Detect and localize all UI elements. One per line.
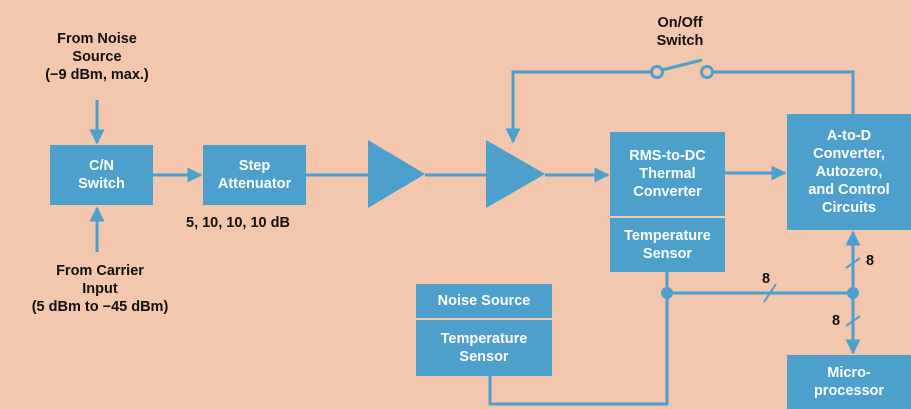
- rms-converter-line2: Thermal: [639, 166, 696, 182]
- bus-width-label-upper: 8: [866, 253, 875, 269]
- switch-contact-right: [700, 65, 714, 79]
- bus-slash-lower: [845, 315, 861, 327]
- rms-temperature-sensor-block: Temperature Sensor: [610, 218, 725, 272]
- switch-label-line2: Switch: [656, 33, 704, 49]
- noise-block-divider: [416, 318, 552, 320]
- bus-slash-upper: [845, 257, 861, 269]
- bus-slash-middle: [763, 283, 777, 303]
- adc-block: A-to-D Converter, Autozero, and Control …: [787, 114, 911, 230]
- noise-source-block: Noise Source: [416, 284, 552, 318]
- rms-converter-block: RMS-to-DC Thermal Converter: [610, 132, 725, 216]
- switch-contact-left: [650, 65, 664, 79]
- noise-source-label-line3: (−9 dBm, max.): [45, 67, 149, 83]
- step-attenuator-line2: Attenuator: [217, 176, 292, 192]
- carrier-label-line1: From Carrier: [56, 263, 144, 279]
- switch-blade: [661, 58, 703, 72]
- step-attenuator-block: Step Attenuator: [203, 145, 306, 205]
- noise-temp-sensor-line2: Sensor: [459, 349, 509, 365]
- noise-source-label-line1: From Noise: [57, 31, 137, 47]
- cn-switch-line2: Switch: [78, 176, 125, 192]
- noise-source-line1: Noise Source: [437, 293, 531, 309]
- rms-temp-sensor-line2: Sensor: [642, 246, 693, 262]
- switch-label-line1: On/Off: [657, 15, 703, 31]
- junction-dot-left: [661, 287, 673, 299]
- attenuator-steps-label: 5, 10, 10, 10 dB: [186, 215, 290, 231]
- rms-converter-line1: RMS-to-DC: [629, 148, 706, 164]
- rms-converter-line3: Converter: [633, 184, 702, 200]
- adc-line3: Autozero,: [815, 164, 883, 180]
- rms-block-divider: [610, 216, 725, 218]
- noise-source-label-line2: Source: [72, 49, 122, 65]
- step-attenuator-line1: Step: [238, 158, 271, 174]
- on-off-switch-label: On/Off Switch: [640, 14, 720, 50]
- carrier-input-label: From Carrier Input (5 dBm to −45 dBm): [10, 262, 190, 316]
- amplifier-2: [486, 140, 545, 208]
- noise-source-input-label: From Noise Source (−9 dBm, max.): [30, 30, 164, 84]
- microprocessor-line2: processor: [813, 383, 885, 399]
- carrier-label-line3: (5 dBm to −45 dBm): [31, 299, 169, 315]
- cn-switch-line1: C/N: [89, 158, 114, 174]
- adc-line1: A-to-D: [826, 128, 872, 144]
- noise-temp-sensor-line1: Temperature: [440, 331, 528, 347]
- bus-width-label-lower: 8: [832, 313, 841, 329]
- cn-switch-block: C/N Switch: [50, 145, 153, 205]
- switch-feedback-line: [505, 70, 657, 144]
- carrier-label-line2: Input: [82, 281, 118, 297]
- rms-temp-sensor-line1: Temperature: [624, 228, 711, 244]
- bus-width-label-middle: 8: [762, 271, 771, 287]
- junction-dot-right: [847, 287, 859, 299]
- microprocessor-block: Micro- processor: [787, 355, 911, 409]
- adc-line4: and Control: [808, 182, 890, 198]
- amplifier-1: [368, 140, 425, 208]
- noise-temp-sensor-wire: [488, 293, 669, 406]
- microprocessor-line1: Micro-: [827, 365, 871, 381]
- switch-control-line: [707, 70, 855, 114]
- adc-line5: Circuits: [822, 200, 876, 216]
- noise-temperature-sensor-block: Temperature Sensor: [416, 320, 552, 376]
- adc-line2: Converter,: [813, 146, 885, 162]
